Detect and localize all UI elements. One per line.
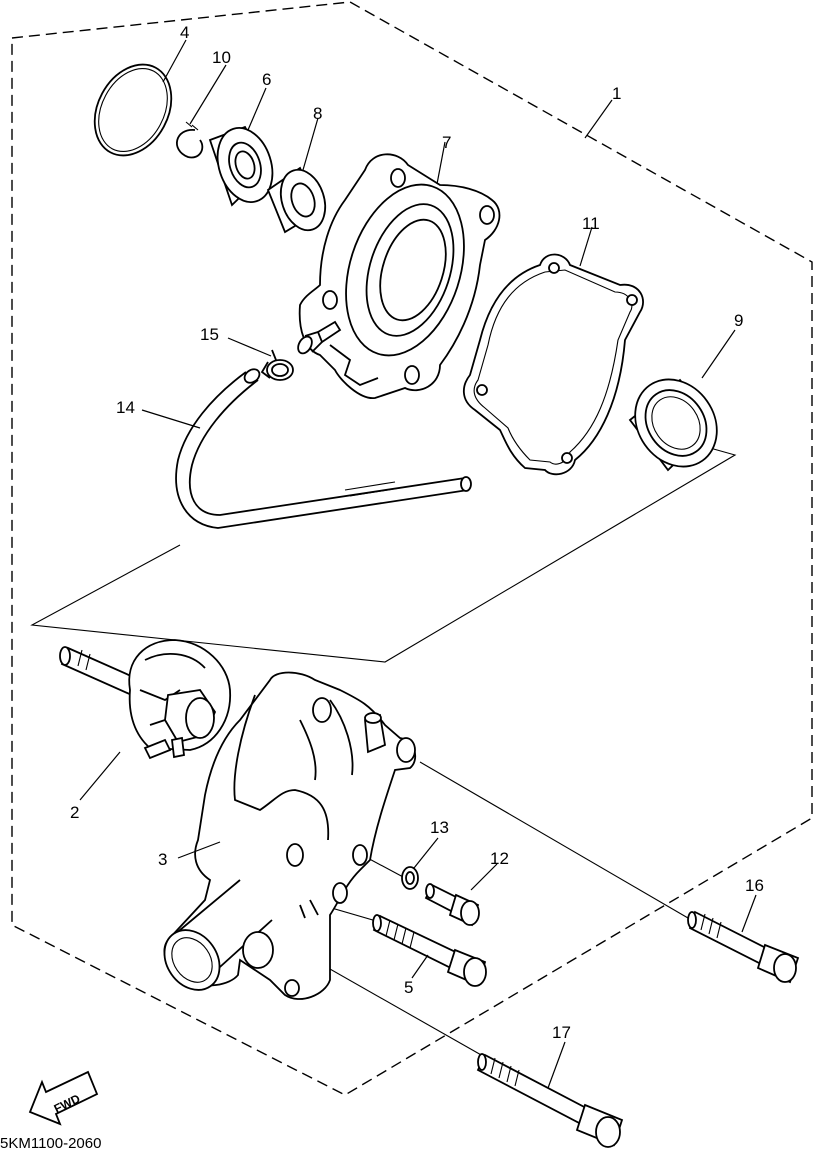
bearing-small — [266, 166, 327, 234]
callout-8: 8 — [313, 104, 322, 123]
callout-17: 17 — [552, 1023, 571, 1042]
washer — [401, 866, 419, 890]
upper-centerline — [30, 447, 737, 663]
callout-1: 1 — [612, 84, 621, 103]
callout-7: 7 — [442, 133, 451, 152]
callout-2: 2 — [70, 803, 79, 822]
leader-lines — [79, 39, 757, 1089]
pump-housing-cover — [297, 153, 501, 399]
diagram-code: 5KM1100-2060 — [0, 1135, 101, 1150]
callout-10: 10 — [212, 48, 231, 67]
bearing-large — [208, 125, 274, 207]
callout-11: 11 — [582, 214, 600, 233]
oil-seal — [628, 378, 718, 472]
callout-9: 9 — [734, 311, 743, 330]
fwd-arrow-icon: FWD — [28, 1070, 99, 1126]
callout-14: 14 — [116, 398, 135, 417]
callout-15: 15 — [200, 325, 219, 344]
bolt-medium — [372, 914, 487, 987]
callout-4: 4 — [180, 23, 189, 42]
impeller-shaft — [59, 639, 231, 760]
hose — [175, 368, 472, 529]
callout-3: 3 — [158, 850, 167, 869]
hose-clamp — [260, 349, 294, 381]
gasket — [462, 253, 644, 476]
lower-centerline-16 — [419, 761, 701, 926]
bolt-short — [424, 883, 480, 927]
callout-5: 5 — [404, 978, 413, 997]
bolt-long-16 — [687, 910, 800, 984]
callout-6: 6 — [262, 70, 271, 89]
water-pump-body — [163, 671, 417, 1000]
callout-16: 16 — [745, 876, 764, 895]
o-ring — [93, 63, 173, 157]
callout-13: 13 — [430, 818, 449, 837]
callout-12: 12 — [490, 849, 509, 868]
circlip — [176, 121, 204, 159]
bolt-long-17 — [476, 1053, 624, 1148]
